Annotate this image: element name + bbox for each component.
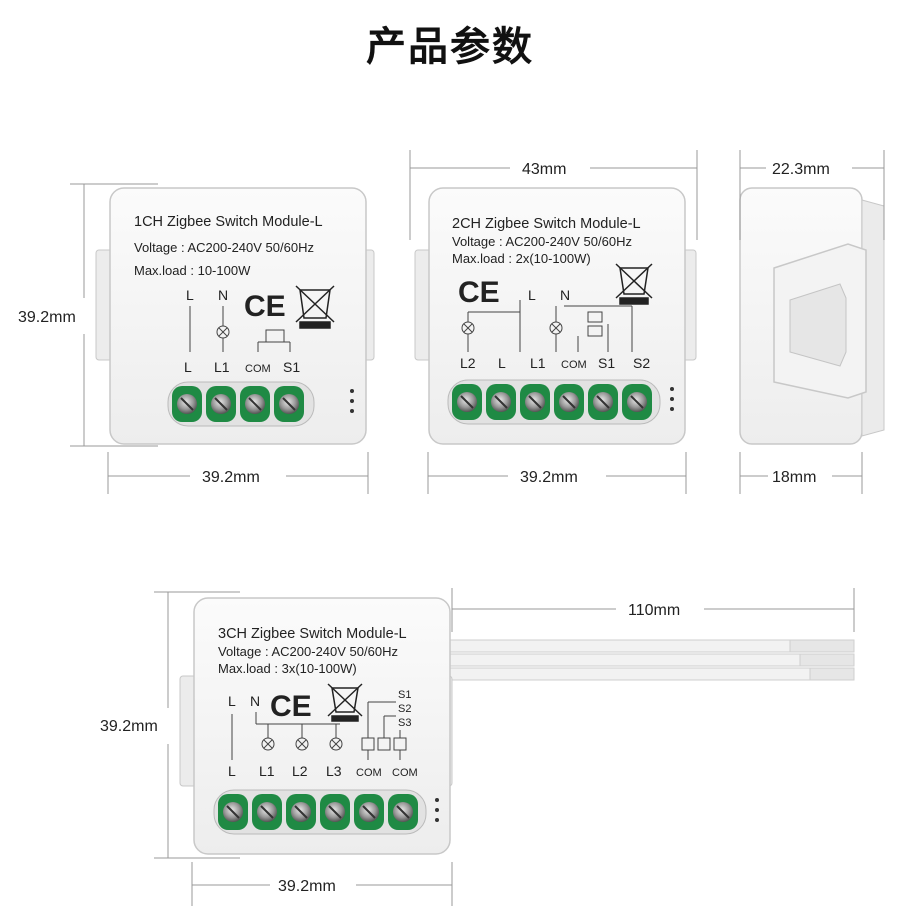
weee-bin-icon — [615, 263, 653, 305]
dimension-lines — [154, 588, 855, 906]
terminal-screws — [218, 794, 418, 830]
wiring-label-n: N — [250, 693, 260, 709]
terminal-label: L3 — [326, 763, 342, 779]
wiring-schematic — [461, 300, 633, 352]
terminal-label: L — [498, 355, 506, 371]
wiring-schematic — [231, 701, 407, 760]
dimension-lines — [739, 150, 885, 494]
height-dimension: 39.2mm — [100, 718, 158, 735]
wiring-label-l: L — [228, 693, 236, 709]
lead-wires — [445, 639, 855, 681]
ce-mark: CE — [270, 690, 312, 723]
module-name: 3CH Zigbee Switch Module-L — [218, 626, 407, 642]
indicator-dots — [670, 387, 674, 411]
module-3ch: 3CH Zigbee Switch Module-L Voltage : AC2… — [100, 588, 855, 906]
module-name: 2CH Zigbee Switch Module-L — [452, 216, 641, 232]
module-1ch: 1CH Zigbee Switch Module-L Voltage : AC2… — [18, 183, 375, 494]
clip-recess — [789, 283, 847, 367]
page-title: 产品参数 — [366, 24, 534, 70]
wiring-label-n: N — [560, 287, 570, 303]
module-maxload: Max.load : 3x(10-100W) — [218, 661, 357, 676]
terminal-label: L1 — [259, 763, 275, 779]
wiring-label-n: N — [218, 287, 228, 303]
body-depth-dimension: 18mm — [772, 469, 816, 486]
terminal-label: L1 — [530, 355, 546, 371]
terminal-label: COM — [561, 359, 587, 371]
terminal-label: L2 — [460, 355, 476, 371]
wiring-schematic — [189, 306, 291, 352]
weee-bin-icon — [295, 285, 335, 329]
ce-mark: CE — [244, 290, 286, 323]
dimension-lines — [409, 150, 698, 494]
terminal-label: COM — [245, 363, 271, 375]
wiring-label-l: L — [186, 287, 194, 303]
switch-label: S2 — [398, 703, 411, 715]
module-housing — [109, 187, 367, 445]
wire-length-dimension: 110mm — [628, 602, 680, 619]
terminal-screws — [452, 384, 652, 420]
terminal-label: COM — [392, 767, 418, 779]
indicator-dots — [350, 389, 354, 413]
wiring-label-l: L — [528, 287, 536, 303]
switch-label: S1 — [398, 689, 411, 701]
depth-dimension: 22.3mm — [772, 161, 830, 178]
module-side-view: 22.3mm 18mm — [739, 150, 885, 494]
terminal-label: L — [184, 359, 192, 375]
terminal-label: S1 — [598, 355, 615, 371]
width-dimension: 39.2mm — [520, 469, 578, 486]
module-voltage: Voltage : AC200-240V 50/60Hz — [452, 234, 632, 249]
module-name: 1CH Zigbee Switch Module-L — [134, 214, 323, 230]
module-maxload: Max.load : 10-100W — [134, 263, 251, 278]
module-voltage: Voltage : AC200-240V 50/60Hz — [134, 240, 314, 255]
module-voltage: Voltage : AC200-240V 50/60Hz — [218, 644, 398, 659]
weee-bin-icon — [327, 683, 363, 722]
indicator-dots — [435, 798, 439, 822]
terminal-screws — [172, 386, 304, 422]
outer-width-dimension: 43mm — [522, 161, 566, 178]
terminal-label: S2 — [633, 355, 650, 371]
terminal-label: L — [228, 763, 236, 779]
width-dimension: 39.2mm — [202, 469, 260, 486]
terminal-label: L2 — [292, 763, 308, 779]
terminal-label: COM — [356, 767, 382, 779]
terminal-label: L1 — [214, 359, 230, 375]
height-dimension: 39.2mm — [18, 309, 76, 326]
dimension-lines — [70, 183, 369, 494]
module-maxload: Max.load : 2x(10-100W) — [452, 251, 591, 266]
ce-mark: CE — [458, 276, 500, 309]
width-dimension: 39.2mm — [278, 878, 336, 895]
terminal-label: S1 — [283, 359, 300, 375]
switch-label: S3 — [398, 717, 411, 729]
module-2ch: 2CH Zigbee Switch Module-L Voltage : AC2… — [409, 150, 698, 494]
